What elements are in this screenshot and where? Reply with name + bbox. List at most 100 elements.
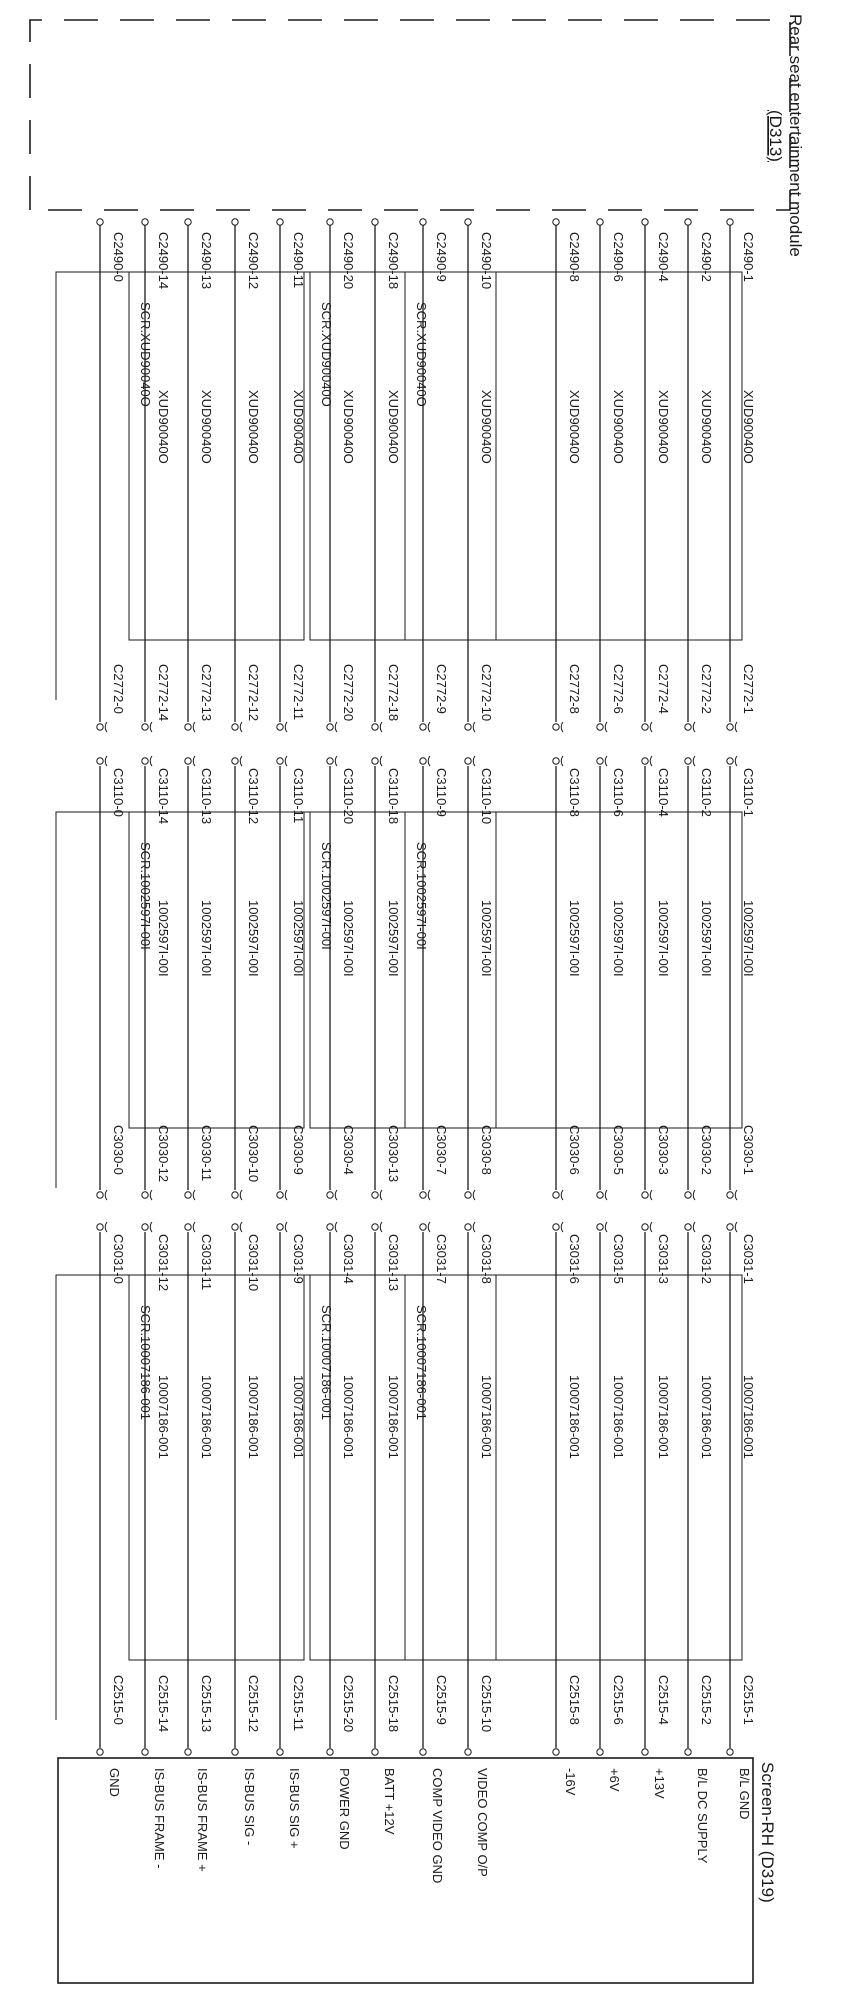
cable-label-1002597: 1002597I-00I [386,900,401,977]
cable-label-xud: XUD90040O [656,390,671,464]
connector-pin [371,723,379,731]
connector-label-c3110: C3110-4 [656,768,671,817]
cable-label-xud: XUD90040O [611,390,626,464]
cable-screens [55,271,743,1720]
connector-label-c3110: C3110-2 [699,768,714,817]
connector-pin [464,1223,472,1231]
connector-label-c3031: C3031-9 [291,1234,306,1284]
pin-function-label: B/L GND [737,1768,752,1820]
connector-pin [141,1223,149,1231]
screen-module-box [57,1757,754,1984]
connector-contact [379,1189,383,1201]
cable-label-1002597: 1002597I-00I [611,900,626,977]
connector-pin [552,1223,560,1231]
connector-pin [552,218,560,226]
connector-pin [326,1191,334,1199]
pin-function-label: GND [107,1768,122,1797]
connector-contact [149,721,153,733]
connector-label-c2772: C2772-1 [741,664,756,714]
pin-function-label: +6V [607,1768,622,1792]
connector-pin [596,1191,604,1199]
connector-label-c3110: C3110-14 [156,768,171,824]
cable-label-1002597: 1002597I-00I [699,900,714,977]
connector-label-c3110: C3110-10 [479,768,494,824]
connector-contact [104,721,108,733]
connector-contact [560,1189,564,1201]
connector-label-c2515: C2515-18 [386,1675,401,1732]
connector-pin [326,1223,334,1231]
connector-contact [692,1221,696,1233]
pin-function-label: COMP VIDEO GND [430,1768,445,1883]
cable-label-xud: XUD90040O [156,390,171,464]
connector-contact [472,721,476,733]
cable-label-xud: XUD90040O [479,390,494,464]
connector-pin [641,1191,649,1199]
connector-pin [419,1191,427,1199]
connector-contact [379,721,383,733]
connector-label-c2772: C2772-10 [479,664,494,721]
connector-pin [641,1748,649,1756]
connector-pin [552,723,560,731]
connector-label-c3110: C3110-8 [567,768,582,817]
connector-pin [371,1748,379,1756]
screen-drain-lead [55,1274,742,1720]
connector-pin [276,757,284,765]
connector-pin [419,1223,427,1231]
cable-label-1002597: 1002597I-00I [656,900,671,977]
connector-pin [184,1191,192,1199]
connector-label-c2490: C2490-6 [611,232,626,282]
cable-label-10007186: 10007186-001 [741,1375,756,1459]
cable-label-10007186: 10007186-001 [611,1375,626,1459]
connector-pin [96,1748,104,1756]
connector-label-c2515: C2515-8 [567,1675,582,1725]
connector-pin [596,757,604,765]
connector-pin [464,1191,472,1199]
connector-label-c2515: C2515-0 [111,1675,126,1725]
connector-pin [726,1223,734,1231]
connector-contact [649,721,653,733]
cable-label-xud: XUD90040O [699,390,714,464]
connector-label-c3030: C3030-9 [291,1125,306,1175]
rse-module-boundary [29,19,791,211]
connector-pin [552,1748,560,1756]
rse-module-ref: (D313) [766,110,785,162]
connector-label-c3031: C3031-0 [111,1234,126,1284]
cable-label-10007186: 10007186-001 [291,1375,306,1459]
connector-pin [371,218,379,226]
connector-contact [649,1189,653,1201]
connector-pin [231,1223,239,1231]
cable-label-10007186: 10007186-001 [479,1375,494,1459]
connector-label-c3031: C3031-6 [567,1234,582,1284]
connector-pin [96,723,104,731]
connector-contact [560,755,564,767]
pin-function-label: B/L DC SUPPLY [695,1768,710,1864]
connector-label-c2772: C2772-8 [567,664,582,714]
cable-screen-label: SCR.XUD90040O [319,302,334,407]
cable-label-1002597: 1002597I-00I [156,900,171,977]
connector-contact [734,1221,738,1233]
connector-pin [276,218,284,226]
pin-function-label: IS-BUS SIG + [287,1768,302,1849]
connector-label-c3031: C3031-3 [656,1234,671,1284]
connector-pin [684,757,692,765]
connector-contact [104,1189,108,1201]
connector-label-c3030: C3030-6 [567,1125,582,1175]
connector-label-c2490: C2490-2 [699,232,714,282]
cable-label-10007186: 10007186-001 [699,1375,714,1459]
connector-label-c2490: C2490-13 [199,232,214,289]
pin-function-label: -16V [563,1768,578,1796]
connector-pin [726,723,734,731]
connector-label-c2772: C2772-4 [656,664,671,714]
connector-pin [684,1223,692,1231]
screen-module-title: Screen-RH (D319) [758,1762,777,1903]
connector-pin [184,757,192,765]
connector-pin [371,1223,379,1231]
connector-pin [231,1748,239,1756]
connector-pin [326,1748,334,1756]
connector-label-c3110: C3110-0 [111,768,126,817]
connector-pin [726,757,734,765]
connector-contact [149,755,153,767]
connector-pin [184,218,192,226]
connector-contact [104,755,108,767]
connector-pin [231,757,239,765]
